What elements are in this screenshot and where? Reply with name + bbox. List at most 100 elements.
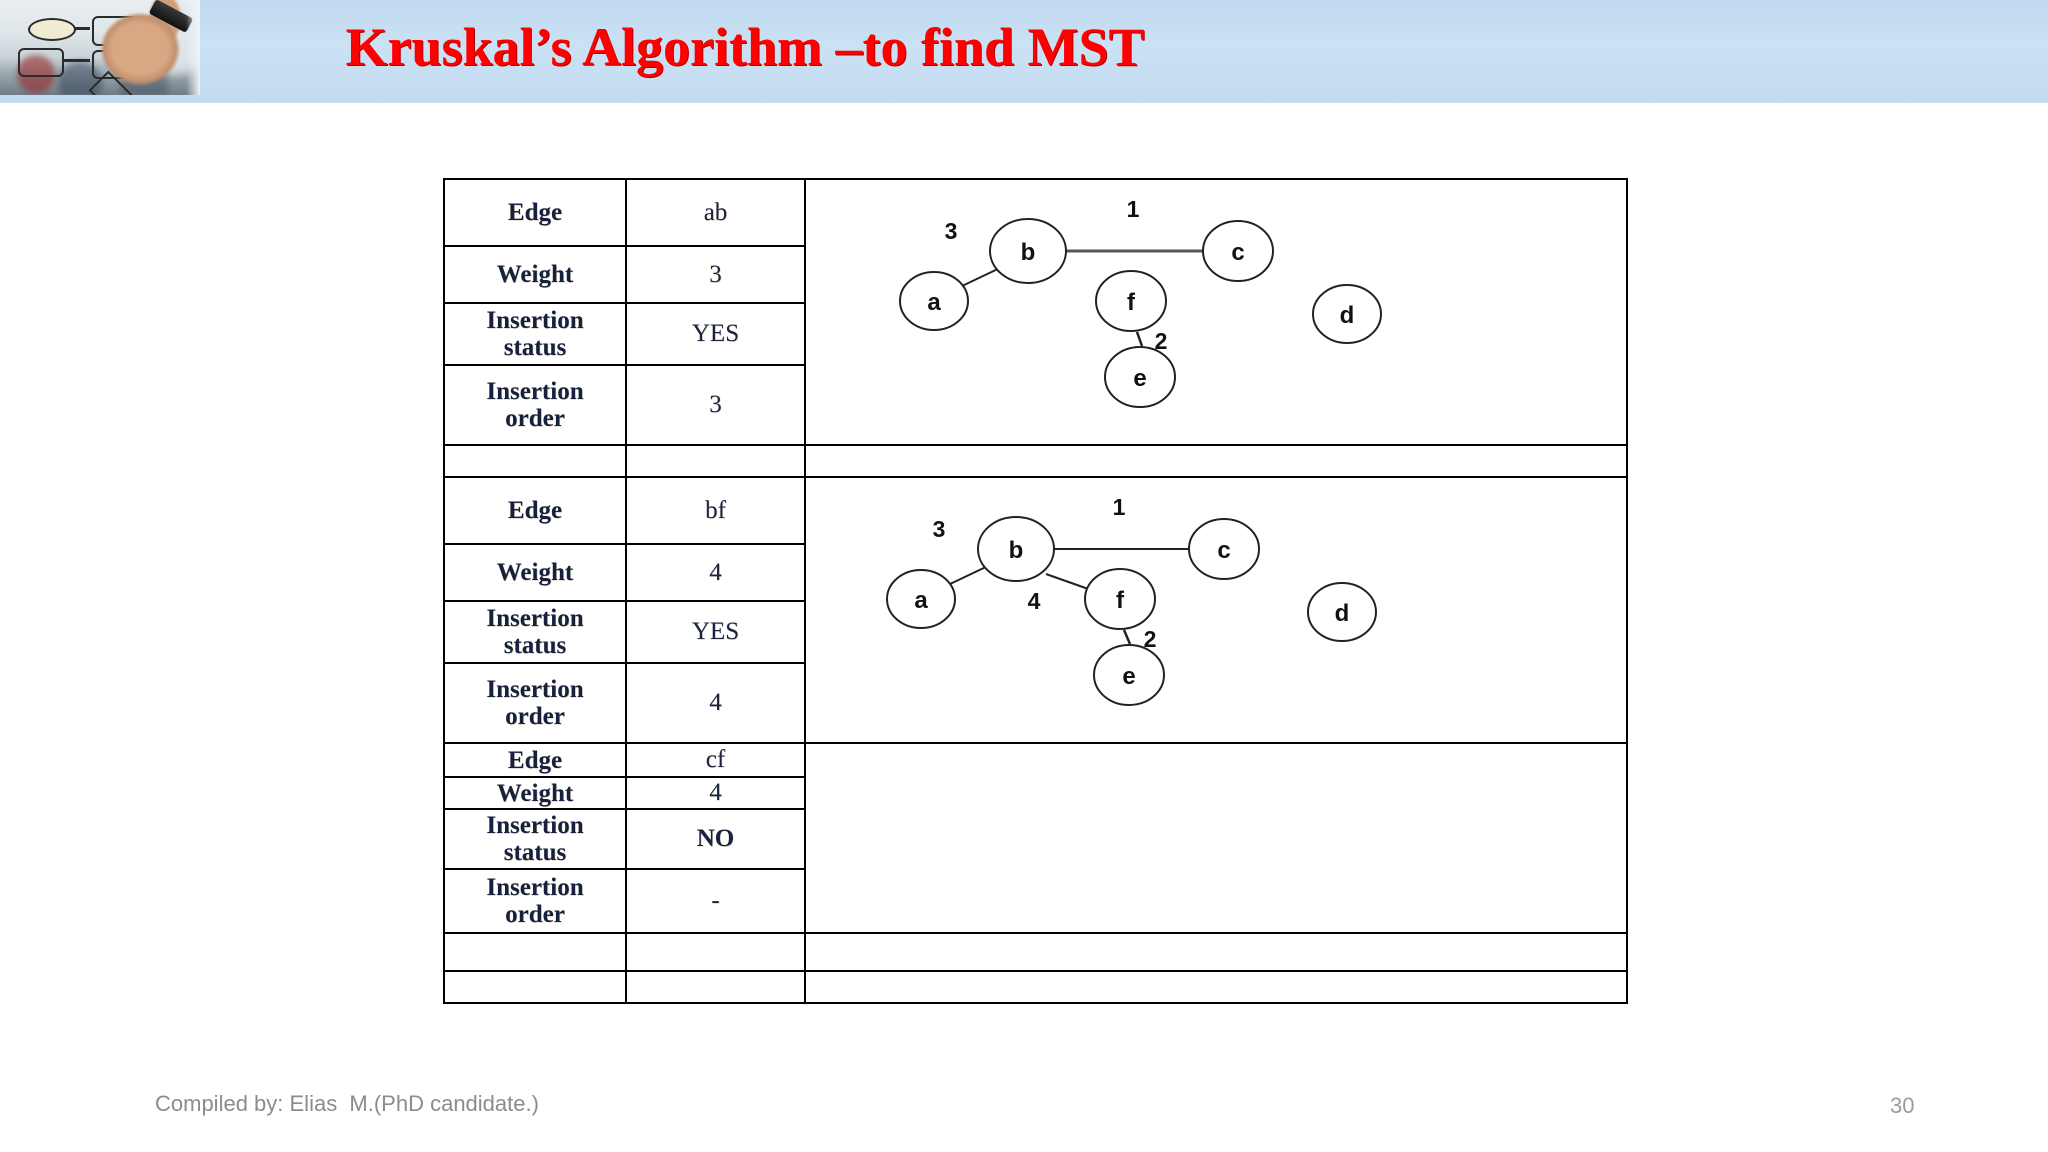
graph-panel-1: a b c d e f 1 3 2 [804,178,1628,446]
cell-weight-value-2: 4 [625,543,806,602]
graph-edge-weight-fe-2: 2 [1144,626,1157,652]
flowchart-photo-thumbnail [0,0,200,95]
row-label-insertion-status-2: Insertion status [443,600,627,664]
graph-node-d-1 [1312,284,1382,344]
table-row: Insertion order 3 [443,364,1627,446]
cell-insertion-order-value-2: 4 [625,662,806,744]
graph-node-c-1 [1202,220,1274,282]
graph-node-label-c-1: c [1231,239,1244,266]
kruskal-steps-table: Edge ab [443,178,1628,1004]
row-label-line1: Insertion [486,676,584,703]
graph-node-f-1 [1095,270,1167,332]
graph-node-a-1 [899,271,969,331]
table-row: Insertion status YES [443,302,1627,366]
graph-canvas-2: a b c d e f 1 3 4 2 [806,481,1626,739]
graph-node-label-e-2: e [1122,663,1135,690]
row-label-edge-3: Edge [443,742,627,778]
graph-node-a-2 [886,569,956,629]
partial-cell-graph [804,970,1628,1004]
table-row: Edge bf [443,476,1628,744]
footer-credit-text: Compiled by: Elias M.(PhD candidate.) [155,1091,539,1116]
graph-node-e-2 [1093,644,1165,706]
table-row: Edge cf [443,742,1628,934]
graph-panel-3 [804,742,1628,934]
graph-node-label-a-1: a [927,289,941,316]
cell-weight-value-1: 3 [625,245,806,304]
row-label-insertion-status-1: Insertion status [443,302,627,366]
graph-node-label-c-2: c [1217,537,1230,564]
graph-node-b-1 [989,218,1067,284]
graph-edge-weight-ab-1: 3 [945,218,958,244]
graph-node-e-1 [1104,346,1176,408]
row-label-insertion-order-2: Insertion order [443,662,627,744]
graph-edge-fe-2 [1122,629,1132,645]
flowchart-box-shape-2 [18,48,64,77]
graph-node-d-2 [1307,582,1377,642]
graph-edge-weight-bc-2: 1 [1113,494,1126,520]
table-row: Insertion status NO [443,808,1627,870]
graph-node-c-2 [1188,518,1260,580]
header-background-gradient [0,0,2048,103]
table-row: Insertion order 4 [443,662,1627,744]
table-row: Weight 4 [443,776,1627,810]
cell-edge-value-1: ab [625,178,806,247]
graph-edge-ab-1 [961,266,1003,287]
row-label-edge-2: Edge [443,476,627,545]
cell-edge-value-3: cf [625,742,806,778]
spacer-cell-value [625,444,806,478]
spacer-cell-graph-2 [804,932,1628,972]
graph-node-label-e-1: e [1133,365,1146,392]
graph-node-label-a-2: a [914,587,928,614]
cell-insertion-status-value-3: NO [625,808,806,870]
graph-svg-2: a b c d e f 1 3 4 2 [886,494,1377,706]
table-spacer-row [443,444,1628,478]
row-label-line1: Insertion [486,378,584,405]
row-label-line2: status [503,334,567,361]
spacer-cell-label-2 [443,932,627,972]
flowchart-arrow-1 [74,27,90,30]
row-label-line2: order [505,901,565,928]
graph-node-b-2 [977,516,1055,582]
graph-edge-weight-bc-1: 1 [1127,196,1140,222]
cell-insertion-order-value-1: 3 [625,364,806,446]
row-label-weight-3: Weight [443,776,627,810]
spacer-cell-graph [804,444,1628,478]
row-label-weight-2: Weight [443,543,627,602]
partial-cell-label [443,970,627,1004]
row-label-line1: Insertion [486,307,584,334]
table-partial-row [443,970,1628,1004]
cell-insertion-status-value-2: YES [625,600,806,664]
row-label-insertion-order-3: Insertion order [443,868,627,934]
table-row: Insertion status YES [443,600,1627,664]
graph-edge-weight-bf-2: 4 [1028,588,1041,614]
row-label-line2: status [503,632,567,659]
kruskal-steps-table-wrapper: Edge ab [443,178,1628,1004]
flowchart-arrow-2 [62,59,90,62]
row-label-edge-1: Edge [443,178,627,247]
graph-node-label-f-1: f [1127,289,1136,316]
graph-node-label-d-1: d [1340,302,1355,329]
row-label-insertion-order-1: Insertion order [443,364,627,446]
table-row: Edge ab [443,178,1628,446]
spacer-cell-value-2 [625,932,806,972]
flowchart-oval-shape [28,18,76,41]
cell-weight-value-3: 4 [625,776,806,810]
row-label-line2: order [505,703,565,730]
spacer-cell-label [443,444,627,478]
row-label-line1: Insertion [486,812,584,839]
row-label-line1: Insertion [486,874,584,901]
cell-insertion-status-value-1: YES [625,302,806,366]
graph-node-label-f-2: f [1116,587,1125,614]
graph-edge-weight-ab-2: 3 [933,516,946,542]
row-label-weight-1: Weight [443,245,627,304]
graph-node-label-b-1: b [1021,239,1036,266]
slide-title: Kruskal’s Algorithm –to find MST [345,17,1145,77]
slide-header-band: Kruskal’s Algorithm –to find MST [0,0,2048,103]
row-label-line2: order [505,405,565,432]
graph-svg-1: a b c d e f 1 3 2 [899,196,1382,408]
table-row: Insertion order - [443,868,1627,934]
page-number: 30 [1890,1093,1915,1118]
table-spacer-row [443,932,1628,972]
row-label-line1: Insertion [486,605,584,632]
row-label-insertion-status-3: Insertion status [443,808,627,870]
